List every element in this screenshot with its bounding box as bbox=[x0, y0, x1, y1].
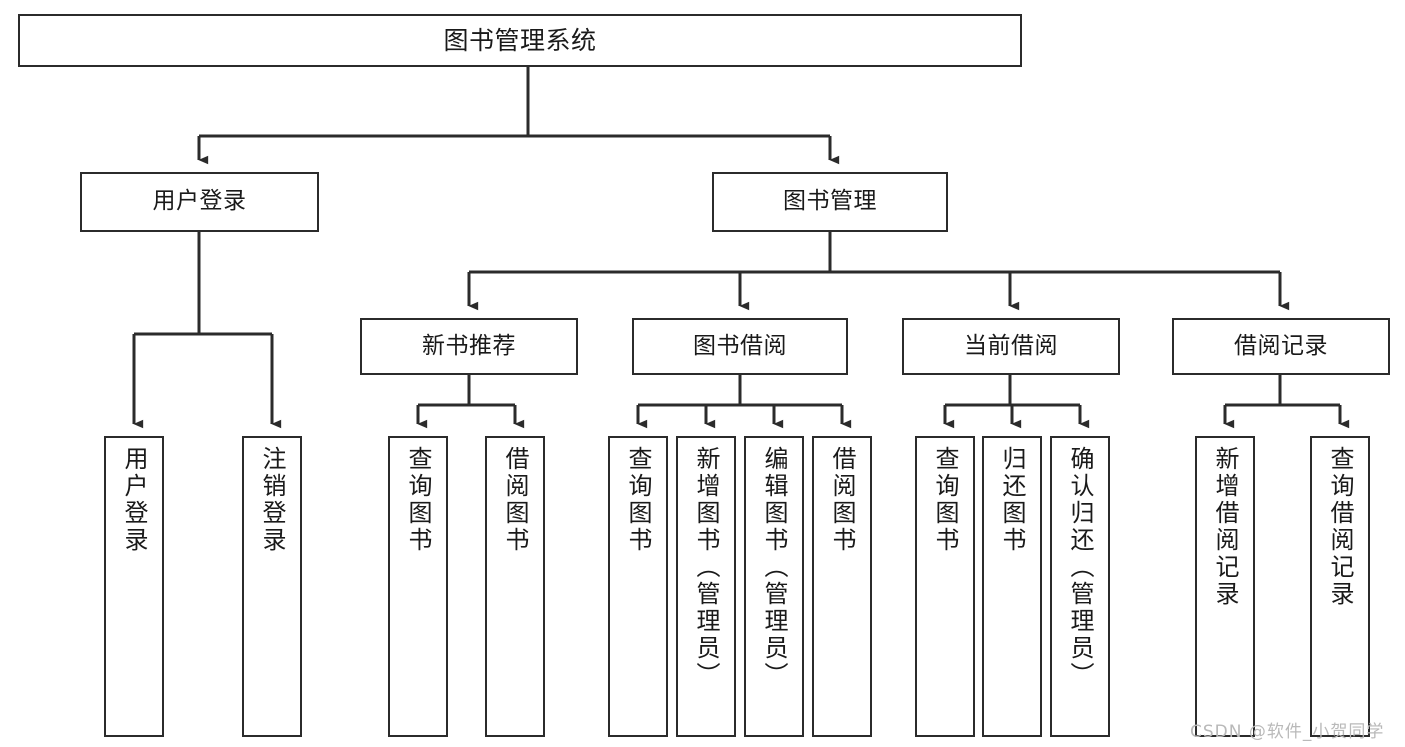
node-label: 归还图书 bbox=[998, 446, 1026, 554]
node-label: 图书管理系统 bbox=[443, 25, 597, 55]
node-label: 图书借阅 bbox=[693, 332, 787, 359]
node-label: 编辑图书（管理员） bbox=[760, 446, 788, 689]
node-book-management[interactable]: 图书管理 bbox=[712, 172, 948, 232]
leaf-book-borrow-edit-book-admin[interactable]: 编辑图书（管理员） bbox=[744, 436, 804, 737]
node-label: 查询图书 bbox=[404, 446, 432, 554]
node-label: 借阅图书 bbox=[501, 446, 529, 554]
node-current-borrow[interactable]: 当前借阅 bbox=[902, 318, 1120, 375]
leaf-current-borrow-return-book[interactable]: 归还图书 bbox=[982, 436, 1042, 737]
node-label: 新增借阅记录 bbox=[1211, 446, 1239, 608]
leaf-borrow-record-add-record[interactable]: 新增借阅记录 bbox=[1195, 436, 1255, 737]
leaf-user-login-login[interactable]: 用户登录 bbox=[104, 436, 164, 737]
node-new-book-recommendation[interactable]: 新书推荐 bbox=[360, 318, 578, 375]
node-label: 借阅图书 bbox=[828, 446, 856, 554]
node-label: 用户登录 bbox=[120, 446, 148, 554]
node-label: 新书推荐 bbox=[422, 332, 516, 359]
leaf-borrow-record-query-record[interactable]: 查询借阅记录 bbox=[1310, 436, 1370, 737]
node-root-book-management-system[interactable]: 图书管理系统 bbox=[18, 14, 1022, 67]
node-book-borrow[interactable]: 图书借阅 bbox=[632, 318, 848, 375]
node-label: 新增图书（管理员） bbox=[692, 446, 720, 689]
node-borrow-record[interactable]: 借阅记录 bbox=[1172, 318, 1390, 375]
leaf-new-book-query-book[interactable]: 查询图书 bbox=[388, 436, 448, 737]
leaf-user-login-logout[interactable]: 注销登录 bbox=[242, 436, 302, 737]
leaf-current-borrow-query-book[interactable]: 查询图书 bbox=[915, 436, 975, 737]
node-label: 用户登录 bbox=[152, 188, 247, 215]
leaf-book-borrow-add-book-admin[interactable]: 新增图书（管理员） bbox=[676, 436, 736, 737]
node-label: 借阅记录 bbox=[1234, 332, 1328, 359]
node-user-login[interactable]: 用户登录 bbox=[80, 172, 319, 232]
leaf-new-book-borrow-book[interactable]: 借阅图书 bbox=[485, 436, 545, 737]
node-label: 确认归还（管理员） bbox=[1066, 446, 1094, 689]
node-label: 查询借阅记录 bbox=[1326, 446, 1354, 608]
leaf-book-borrow-borrow-book[interactable]: 借阅图书 bbox=[812, 436, 872, 737]
node-label: 查询图书 bbox=[624, 446, 652, 554]
node-label: 图书管理 bbox=[783, 188, 877, 215]
leaf-book-borrow-query-book[interactable]: 查询图书 bbox=[608, 436, 668, 737]
leaf-current-borrow-confirm-return-admin[interactable]: 确认归还（管理员） bbox=[1050, 436, 1110, 737]
node-label: 注销登录 bbox=[258, 446, 286, 554]
node-label: 查询图书 bbox=[931, 446, 959, 554]
node-label: 当前借阅 bbox=[964, 332, 1058, 359]
watermark-text: CSDN @软件_小贺同学 bbox=[1190, 722, 1385, 742]
